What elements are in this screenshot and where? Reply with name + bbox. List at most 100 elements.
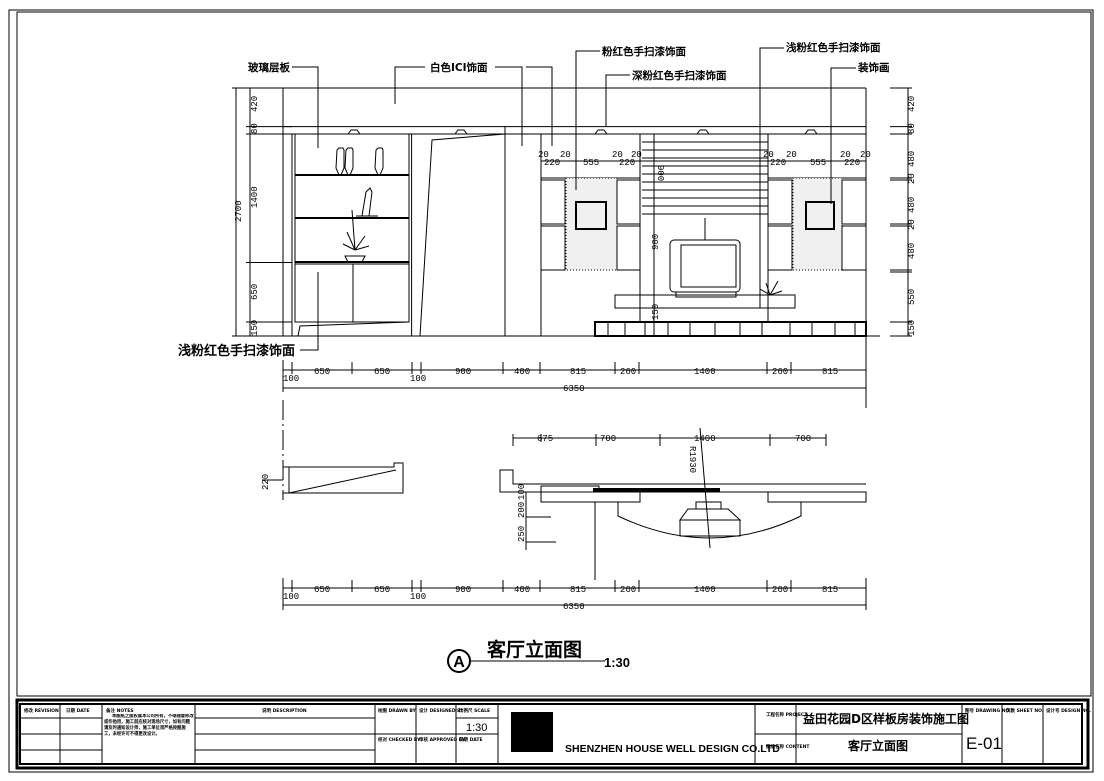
drawing-right-dims-1: 80 [907,123,917,134]
plan-width-dimensions: 100 650 650 100 900 400 815 260 1400 260… [282,578,867,612]
title-block-scale-value: 1:30 [466,722,487,734]
drawing-width-dims-9: 260 [772,367,788,377]
drawing-right-dims-6: 480 [907,243,917,259]
drawing-panel-dims-2: 220 [544,158,560,168]
title-block-content-label: 图纸名称 CONTENT [766,743,810,750]
drawing-panel-dims-11: 20 [840,150,851,160]
drawing-width-dims-8: 1400 [694,585,716,595]
drawing-right-dims-5: 20 [907,219,917,230]
plant-icon [759,280,783,296]
drawing-plan-radius: R1930 [687,446,697,473]
callout-glass-shelf: 玻璃层板 [248,61,290,74]
notes-text: 本图纸之版权属本公司所有，不得随意修改或作他用，施工前应核对现场尺寸，如有问题请… [104,714,194,737]
title-block-sheet-no-label: 页数 SHEET NO. [1006,707,1044,714]
drawing-width-dims-6: 815 [570,367,586,377]
drawing-right-dims-3: 20 [907,173,917,184]
elevation-width-dimensions: 100 650 650 100 900 400 815 260 1400 260… [282,360,867,394]
drawing-width-dims-8: 1400 [694,367,716,377]
title-block-date2: 日期 DATE [459,736,483,743]
decor-painting-left [575,201,607,230]
drawing-width-dims-3: 100 [410,374,426,384]
drawing-panel-dims-3: 555 [583,158,599,168]
content-name: 客厅立面图 [847,738,908,753]
drawing-title-text: 客厅立面图 [487,638,582,661]
project-name: 益田花园D区样板房装饰施工图 [803,711,969,726]
drawing-left-dims-0: 420 [250,96,260,112]
drawing-left-dims-2: 1400 [250,186,260,208]
drawing-left-dims-4: 150 [250,320,260,336]
drawing-total-width: 6350 [563,384,585,394]
drawing-width-dims-4: 900 [455,585,471,595]
drawing-plan-dims-1: 700 [600,434,616,444]
display-shelf-unit [291,129,413,337]
drawing-frame [16,11,1092,697]
callout-light-pink-lacquer-left: 浅粉红色手扫漆饰面 [178,343,295,359]
company-logo-block [511,712,553,752]
drawing-width-dims-10: 815 [822,367,838,377]
sculpture-icon [356,187,378,217]
drawing-left-dims-1: 80 [250,123,260,134]
tv-icon [669,239,741,298]
company-name: SHENZHEN HOUSE WELL DESIGN CO.LTD [565,743,780,755]
drawing-panel-dims-12: 20 [860,150,871,160]
drawing-plan-side-dims-3: 250 [517,526,527,542]
tv-feature-wall [540,129,867,337]
drawing-panel-dims-13: 220 [844,158,860,168]
title-block-drawn-by: 绘图 DRAWN BY [378,707,417,714]
callout-deep-pink-lacquer: 深粉红色手扫漆饰面 [632,69,727,82]
title-block-design-no-label: 设计号 DESIGN NO. [1046,707,1091,714]
callout-pink-lacquer: 粉红色手扫漆饰面 [602,45,686,58]
drawing-plan-side-dims-0: 220 [261,474,271,490]
drawing-width-dims-3: 100 [410,592,426,602]
drawing-right-dims-0: 420 [907,96,917,112]
drawing-width-dims-5: 400 [514,585,530,595]
drawing-right-dims-2: 480 [907,151,917,167]
drawing-center-dims-0: 900 [655,165,665,181]
drawing-width-dims-4: 900 [455,367,471,377]
callout-decor-painting: 装饰画 [857,61,890,74]
drawing-width-dims-2: 650 [374,585,390,595]
drawing-right-dims-4: 480 [907,197,917,213]
drawing-width-dims-10: 815 [822,585,838,595]
drawing-width-dims-9: 260 [772,585,788,595]
title-block-notes: 备注 NOTES [105,707,134,714]
drawing-width-dims-1: 650 [314,585,330,595]
drawing-panel-dims-6: 220 [619,158,635,168]
drawing-total-width: 6350 [563,602,585,612]
drawing-center-dims-2: 150 [651,304,661,320]
drawing-left-dims-3: 650 [250,284,260,300]
title-block-approved-by: 审核 APPROVED BY [419,736,466,743]
drawing-right-dims-8: 150 [907,320,917,336]
title-block-description: 说明 DESCRIPTION [262,707,307,714]
title-block-date: 日期 DATE [66,707,90,714]
drawing-width-dims-7: 260 [620,585,636,595]
drawing-number: E-01 [966,734,1002,753]
vase-icon [335,147,384,176]
sheet-border [8,9,1094,773]
striped-panel [642,141,768,215]
drawing-width-dims-1: 650 [314,367,330,377]
title-block-drawing-no-label: 图号 DRAWING NO. [965,707,1011,714]
title-block-project-label: 工程名称 PROJECT [766,711,808,718]
drawing-plan-dims-0: 675 [537,434,553,444]
plan-view: 220 675 700 1400 700 R1930 100 200 250 [261,400,867,580]
drawing-title: A 客厅立面图 1:30 [447,638,630,673]
drawing-width-dims-5: 400 [514,367,530,377]
drawing-plan-dims-3: 700 [795,434,811,444]
drawing-width-dims-0: 100 [283,374,299,384]
drawing-panel-dims-4: 20 [612,150,623,160]
drawing-plan-side-dims-2: 200 [517,502,527,518]
drawing-center-dims-1: 900 [651,234,661,250]
drawing-panel-dims-0: 20 [538,150,549,160]
title-block-designed-by: 设计 DESIGNED BY [419,707,464,714]
drawing-panel-dims-1: 20 [560,150,571,160]
drawing-width-dims-0: 100 [283,592,299,602]
callout-white-ici: 白色ICI饰面 [430,61,488,74]
drawing-plan-side-dims-1: 100 [517,484,527,500]
title-block-scale-label: 比例尺 SCALE [459,707,490,714]
drawing-scale: 1:30 [604,655,630,670]
flower-arrangement-icon [342,209,370,263]
drawing-panel-dims-10: 555 [810,158,826,168]
drawing-panel-dims-7: 20 [763,150,774,160]
